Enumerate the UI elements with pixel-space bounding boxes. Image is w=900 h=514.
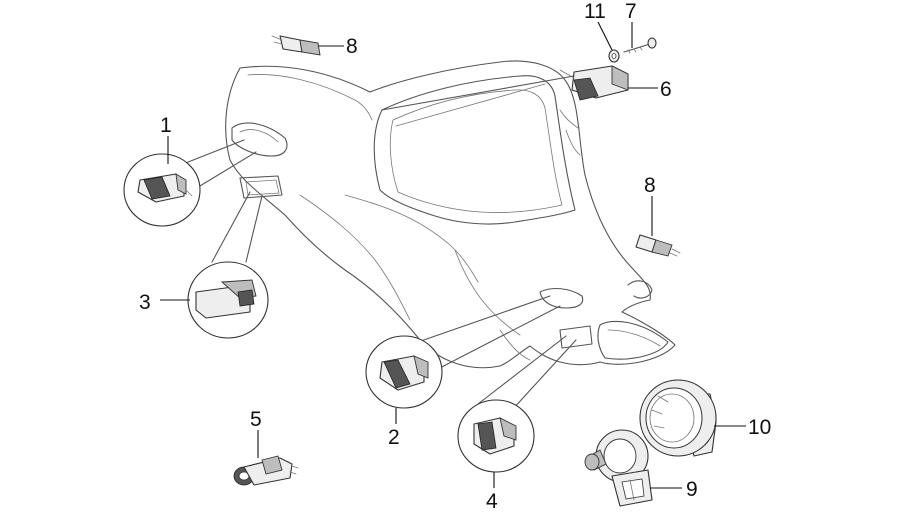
label-8-top: 8 [346, 35, 358, 58]
label-10: 10 [748, 416, 771, 439]
part-7-screw[interactable] [623, 37, 657, 54]
part-1-callout[interactable] [123, 139, 257, 227]
part-3-callout[interactable] [187, 191, 269, 339]
part-4-callout[interactable] [457, 335, 577, 473]
leader-11 [597, 21, 613, 51]
part-8-top-bulb[interactable] [271, 35, 321, 56]
part-6-switch[interactable] [381, 65, 629, 111]
label-1: 1 [160, 114, 172, 137]
label-9: 9 [686, 478, 698, 501]
part-11-washer[interactable] [608, 49, 620, 63]
part-5-socket[interactable] [233, 455, 299, 486]
label-2: 2 [388, 426, 400, 449]
label-4: 4 [486, 490, 498, 513]
label-6: 6 [660, 78, 672, 101]
label-7: 7 [625, 0, 637, 23]
label-11: 11 [584, 0, 606, 23]
handlebar-cover-body [225, 60, 676, 369]
part-10-ring[interactable] [639, 379, 717, 457]
part-9-ignition[interactable] [584, 429, 653, 507]
part-2-callout[interactable] [365, 295, 561, 409]
label-8-right: 8 [644, 174, 656, 197]
part-8-right-bulb[interactable] [635, 234, 681, 257]
label-3: 3 [139, 291, 151, 314]
label-5: 5 [250, 408, 262, 431]
